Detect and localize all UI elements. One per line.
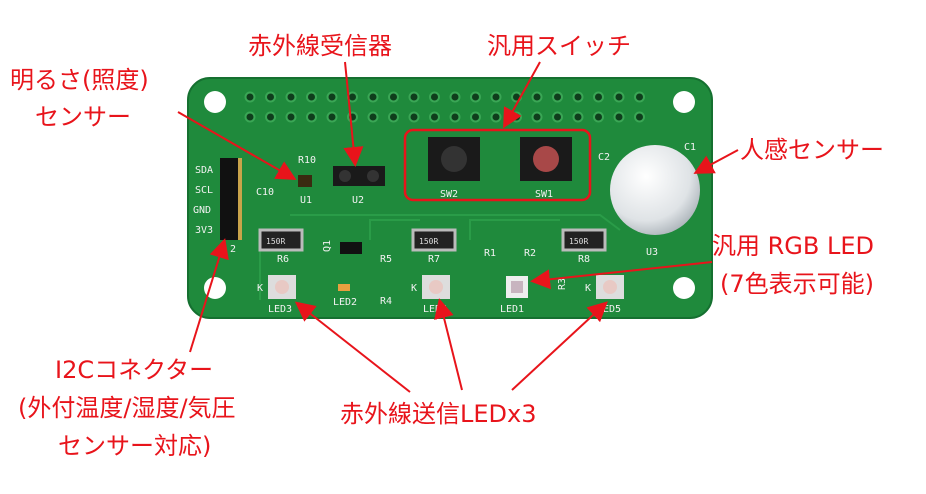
svg-text:LED2: LED2: [333, 297, 357, 308]
svg-text:U3: U3: [646, 247, 658, 258]
header-pad: [429, 91, 440, 103]
svg-text:C1: C1: [684, 142, 696, 153]
svg-text:C2: C2: [598, 152, 610, 163]
header-pad: [572, 91, 584, 103]
label-ir-receiver: 赤外線受信器: [248, 32, 392, 60]
header-pad: [593, 91, 604, 103]
svg-text:R1: R1: [484, 248, 496, 259]
header-pad: [326, 111, 338, 123]
svg-text:R5: R5: [380, 254, 392, 265]
label-motion-sensor: 人感センサー: [740, 136, 884, 164]
header-pad: [531, 111, 543, 123]
header-pad: [572, 111, 584, 123]
header-pad: [408, 91, 420, 103]
svg-text:SCL: SCL: [195, 185, 213, 196]
resistors-150r: [258, 228, 607, 252]
svg-text:150R: 150R: [266, 237, 285, 246]
svg-text:R3: R3: [557, 278, 568, 290]
header-pad: [408, 111, 420, 123]
svg-text:LED5: LED5: [597, 304, 621, 315]
header-pad: [613, 91, 625, 103]
svg-text:R6: R6: [277, 254, 289, 265]
header-pad: [429, 111, 440, 123]
svg-text:150R: 150R: [419, 237, 438, 246]
header-pad: [613, 111, 625, 123]
header-pad: [265, 91, 276, 103]
gpio-header-pads: [244, 91, 645, 123]
pcb-board: [188, 78, 712, 318]
header-pad: [470, 91, 481, 103]
svg-text:GND: GND: [193, 205, 211, 216]
label-light-sensor-line1: 明るさ(照度): [10, 66, 149, 94]
pir-dome: [610, 145, 700, 235]
switch-sw2: [428, 137, 480, 181]
mounting-holes: [204, 91, 695, 299]
header-pad: [285, 111, 297, 123]
header-pad: [449, 91, 461, 103]
header-pad: [634, 91, 645, 103]
svg-text:K: K: [411, 283, 417, 294]
annotation-arrows: [177, 61, 739, 393]
svg-text:U1: U1: [300, 195, 312, 206]
svg-text:3V3: 3V3: [195, 225, 213, 236]
svg-text:LED1: LED1: [500, 304, 524, 315]
header-pad: [388, 91, 399, 103]
label-i2c-line3: センサー対応): [58, 432, 212, 460]
ir-receiver-u2: [333, 166, 385, 186]
svg-text:SDA: SDA: [195, 165, 213, 176]
svg-text:C10: C10: [256, 187, 274, 198]
svg-text:150R: 150R: [569, 237, 588, 246]
svg-text:K: K: [257, 283, 263, 294]
svg-text:R10: R10: [298, 155, 316, 166]
header-pad: [367, 111, 379, 123]
label-light-sensor-line2: センサー: [35, 103, 131, 131]
header-pad: [490, 111, 502, 123]
header-pad: [244, 91, 256, 103]
header-pad: [490, 91, 502, 103]
label-rgb-led-line2: (7色表示可能): [720, 270, 874, 298]
header-pad: [306, 111, 317, 123]
svg-text:U2: U2: [352, 195, 364, 206]
header-pad: [244, 111, 256, 123]
svg-text:2: 2: [230, 244, 236, 255]
header-pad: [367, 91, 379, 103]
header-pad: [306, 91, 317, 103]
transistor-q1: [340, 242, 362, 254]
svg-text:Q1: Q1: [322, 240, 333, 252]
label-ir-transmitter: 赤外線送信LEDx3: [340, 400, 537, 428]
header-pad: [470, 111, 481, 123]
light-sensor-u1: [298, 175, 312, 187]
header-pad: [634, 111, 645, 123]
svg-text:R2: R2: [524, 248, 536, 259]
header-pad: [388, 111, 399, 123]
header-pad: [511, 111, 522, 123]
svg-text:R8: R8: [578, 254, 590, 265]
label-rgb-led-line1: 汎用 RGB LED: [712, 232, 875, 260]
label-i2c-line1: I2Cコネクター: [55, 356, 214, 384]
svg-text:SW2: SW2: [440, 189, 458, 200]
header-pad: [265, 111, 276, 123]
header-pad: [531, 91, 543, 103]
header-pad: [593, 111, 604, 123]
header-pad: [552, 91, 563, 103]
label-i2c-line2: (外付温度/湿度/気圧: [18, 394, 236, 422]
svg-text:R4: R4: [380, 296, 392, 307]
i2c-connector: [220, 158, 242, 240]
leds: [268, 275, 624, 299]
header-pad: [285, 91, 297, 103]
label-switch: 汎用スイッチ: [487, 32, 631, 60]
header-pad: [326, 91, 338, 103]
svg-text:SW1: SW1: [535, 189, 553, 200]
svg-text:LED3: LED3: [268, 304, 292, 315]
switch-highlight-box: [403, 128, 592, 202]
header-pad: [449, 111, 461, 123]
switch-sw1: [520, 137, 572, 181]
silkscreen-labels: SDA SCL GND 3V3 2 R10 C10 U1 U2 SW2 SW1 …: [193, 142, 696, 315]
svg-text:K: K: [585, 283, 591, 294]
header-pad: [552, 111, 563, 123]
svg-text:R7: R7: [428, 254, 440, 265]
